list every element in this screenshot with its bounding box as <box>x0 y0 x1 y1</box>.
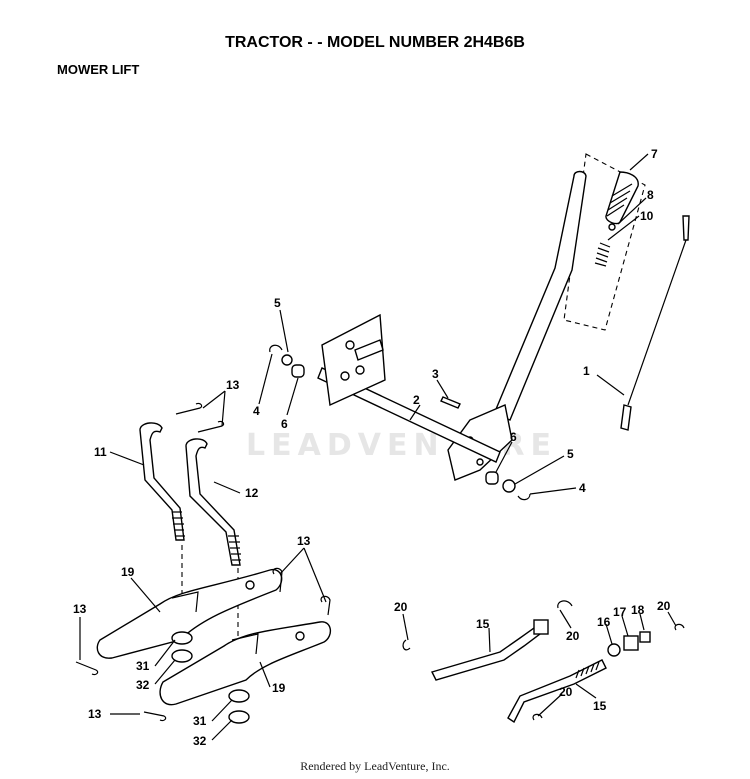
callout-2: 2 <box>413 393 420 407</box>
callout-13-lower: 13 <box>88 707 102 721</box>
leader-lines <box>79 153 677 741</box>
callout-19-upper: 19 <box>121 565 135 579</box>
callout-19-lower: 19 <box>272 681 286 695</box>
callout-31-lower: 31 <box>193 714 207 728</box>
callout-12: 12 <box>245 486 259 500</box>
callout-13-right: 13 <box>297 534 311 548</box>
callout-5-right: 5 <box>567 447 574 461</box>
callout-3: 3 <box>432 367 439 381</box>
page-title: TRACTOR - - MODEL NUMBER 2H4B6B <box>225 34 525 51</box>
part-washers-nuts <box>171 631 250 724</box>
callout-11: 11 <box>94 445 107 459</box>
callout-16: 16 <box>597 615 611 629</box>
callout-20-lower: 20 <box>559 685 573 699</box>
part-handle-assembly <box>563 153 646 331</box>
callout-20-right: 20 <box>657 599 671 613</box>
part-lift-links <box>139 422 241 640</box>
part-adjust-rods <box>402 600 685 724</box>
callout-17: 17 <box>613 605 627 619</box>
callout-1: 1 <box>583 364 590 378</box>
callout-32-upper: 32 <box>136 678 150 692</box>
callout-15-upper: 15 <box>476 617 490 631</box>
part-pin <box>440 396 461 409</box>
part-lift-lever <box>447 170 587 481</box>
callout-31-upper: 31 <box>136 659 150 673</box>
callout-13-upper: 13 <box>226 378 240 392</box>
footer-credit: Rendered by LeadVenture, Inc. <box>300 759 450 773</box>
section-title: MOWER LIFT <box>57 62 140 77</box>
callout-10: 10 <box>640 209 654 223</box>
part-bushing-left <box>269 344 305 378</box>
callout-6-left: 6 <box>281 417 288 431</box>
callout-20-mid: 20 <box>566 629 580 643</box>
part-bushing-right <box>485 471 531 501</box>
callout-15-lower: 15 <box>593 699 607 713</box>
part-lift-rod <box>620 215 690 431</box>
callout-4-right: 4 <box>579 481 586 495</box>
callout-20-left: 20 <box>394 600 408 614</box>
part-cross-shaft <box>317 313 501 463</box>
part-hairpins-upper <box>175 402 225 433</box>
callout-8: 8 <box>647 188 654 202</box>
part-lift-arms <box>96 568 331 706</box>
callout-6-right: 6 <box>510 430 517 444</box>
callout-32-lower: 32 <box>193 734 207 748</box>
callout-18: 18 <box>631 603 645 617</box>
callout-7: 7 <box>651 147 658 161</box>
callout-4-left: 4 <box>253 404 260 418</box>
callout-5-left: 5 <box>274 296 281 310</box>
callout-13-left: 13 <box>73 602 87 616</box>
